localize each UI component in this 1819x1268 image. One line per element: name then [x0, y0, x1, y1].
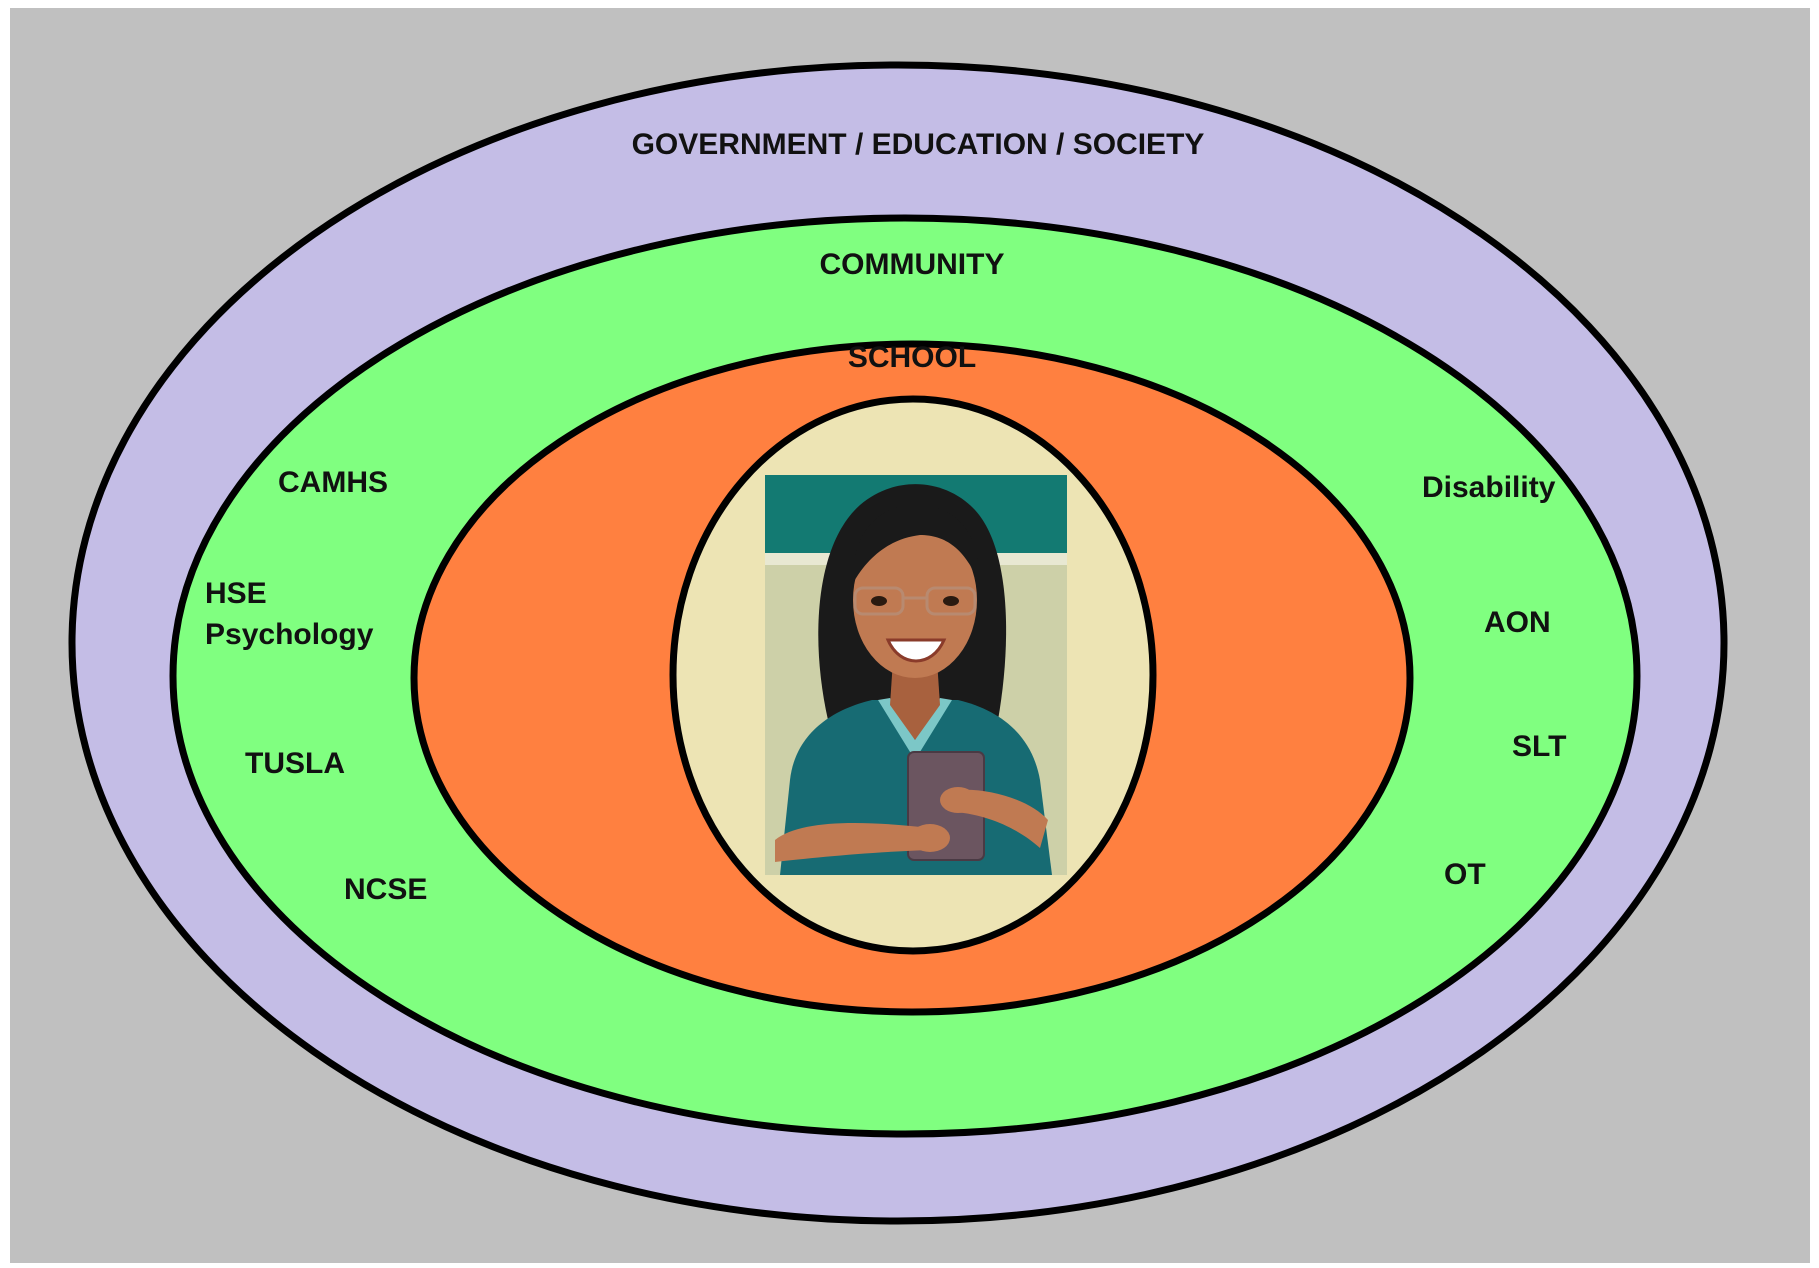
service-slt: SLT — [1512, 730, 1566, 763]
service-ncse: NCSE — [344, 873, 427, 906]
service-hse-line2: Psychology — [205, 618, 374, 651]
teacher-with-tablet-icon — [765, 475, 1067, 875]
society-label: GOVERNMENT / EDUCATION / SOCIETY — [632, 128, 1205, 161]
community-label: COMMUNITY — [820, 248, 1005, 281]
service-hse-line1: HSE — [205, 577, 267, 610]
school-label: SCHOOL — [848, 341, 976, 374]
service-ot: OT — [1444, 858, 1486, 891]
service-tusla: TUSLA — [245, 747, 345, 780]
service-disability: Disability — [1422, 471, 1556, 504]
smile — [885, 638, 947, 663]
service-aon: AON — [1484, 606, 1551, 639]
service-camhs: CAMHS — [278, 466, 388, 499]
